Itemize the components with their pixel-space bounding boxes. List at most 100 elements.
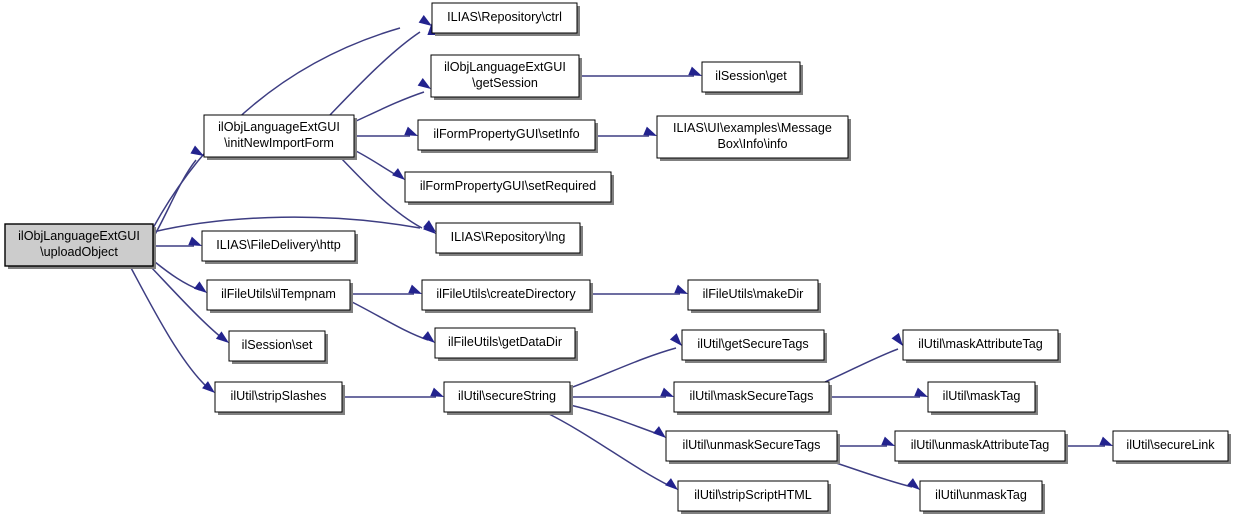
graph-node-unmaskAttributeTag[interactable]: ilUtil\unmaskAttributeTag [894,430,1068,464]
graph-node-unmaskTag[interactable]: ilUtil\unmaskTag [919,480,1045,514]
graph-node-repoCtrl[interactable]: ILIAS\Repository\ctrl [431,2,580,36]
node-box[interactable] [677,480,829,512]
node-box[interactable] [203,114,355,158]
edge-initNewImportForm-to-repoLng [339,156,436,234]
edge-uploadObject-to-initNewImportForm [152,145,204,239]
node-box[interactable] [894,430,1066,462]
node-label: ilFileUtils\getDataDir [448,335,562,349]
node-box[interactable] [1112,430,1229,462]
edge-line [329,31,421,116]
graph-node-ilTempnam[interactable]: ilFileUtils\ilTempnam [206,279,353,313]
node-label: ILIAS\Repository\lng [451,230,566,244]
edge-ilTempnam-to-getDataDir [349,300,435,343]
edge-uploadObject-to-sessionSet [149,265,229,343]
node-box[interactable] [656,115,849,159]
graph-node-sessionGet[interactable]: ilSession\get [701,61,803,95]
node-label: ilFormPropertyGUI\setInfo [433,127,579,141]
node-label: ILIAS\Repository\ctrl [447,10,562,24]
node-box[interactable] [201,230,356,262]
node-box[interactable] [902,329,1059,361]
arrowhead-icon [193,281,207,293]
node-box[interactable] [701,61,801,93]
graph-node-getSecureTags[interactable]: ilUtil\getSecureTags [681,329,827,363]
edge-uploadObject-to-repoLng [152,216,436,233]
node-label: ilFormPropertyGUI\setRequired [420,179,596,193]
edge-secureString-to-unmaskSecureTags [569,404,666,438]
node-label: ilUtil\secureString [458,389,556,403]
node-box[interactable] [673,381,830,413]
node-box[interactable] [421,279,591,311]
edge-secureString-to-maskSecureTags [570,387,674,398]
node-label: ilFileUtils\createDirectory [436,287,576,301]
node-box[interactable] [214,381,343,413]
edge-initNewImportForm-to-setInfo [354,126,418,137]
arrowhead-icon [665,478,678,490]
node-label: ilUtil\getSecureTags [697,337,808,351]
edge-line [339,156,423,229]
node-box[interactable] [443,381,571,413]
graph-node-setInfo[interactable]: ilFormPropertyGUI\setInfo [417,119,598,153]
arrowhead-icon [422,331,435,343]
node-box[interactable] [927,381,1036,413]
edge-line [353,149,399,177]
arrowhead-icon [404,126,418,136]
graph-node-initNewImportForm[interactable]: ilObjLanguageExtGUI\initNewImportForm [203,114,357,160]
node-box[interactable] [681,329,825,361]
graph-node-secureString[interactable]: ilUtil\secureString [443,381,573,415]
node-label: ilUtil\stripSlashes [231,389,327,403]
graph-node-maskAttributeTag[interactable]: ilUtil\maskAttributeTag [902,329,1061,363]
graph-node-createDirectory[interactable]: ilFileUtils\createDirectory [421,279,593,313]
graph-node-fileDeliveryHttp[interactable]: ILIAS\FileDelivery\http [201,230,358,264]
node-box[interactable] [431,2,578,34]
graph-node-getSession[interactable]: ilObjLanguageExtGUI\getSession [430,54,582,100]
edge-createDirectory-to-makeDir [590,284,688,295]
graph-node-repoLng[interactable]: ILIAS\Repository\lng [435,222,583,256]
graph-node-stripScriptHTML[interactable]: ilUtil\stripScriptHTML [677,480,831,514]
edge-line [129,265,209,389]
node-box[interactable] [417,119,596,151]
edge-unmaskSecureTags-to-unmaskAttributeTag [837,436,895,447]
graph-node-maskSecureTags[interactable]: ilUtil\maskSecureTags [673,381,832,415]
arrowhead-icon [914,387,928,397]
graph-node-secureLink[interactable]: ilUtil\secureLink [1112,430,1231,464]
node-box[interactable] [228,330,326,362]
edge-line [569,404,659,435]
edge-line [152,216,421,233]
node-label: ILIAS\FileDelivery\http [216,238,341,252]
node-box[interactable] [687,279,819,311]
arrowhead-icon [891,332,903,346]
edge-initNewImportForm-to-getSession [353,77,431,123]
node-box[interactable] [919,480,1043,512]
node-box[interactable] [435,222,581,254]
node-label: ilObjLanguageExtGUI\uploadObject [18,229,140,259]
node-box[interactable] [665,430,838,462]
arrowhead-icon [408,284,422,294]
node-box[interactable] [404,171,612,203]
node-box[interactable] [434,327,576,359]
graph-node-maskTag[interactable]: ilUtil\maskTag [927,381,1038,415]
arrowhead-icon [423,222,436,234]
graph-node-stripSlashes[interactable]: ilUtil\stripSlashes [214,381,345,415]
node-label: ilUtil\maskAttributeTag [918,337,1043,351]
graph-node-setRequired[interactable]: ilFormPropertyGUI\setRequired [404,171,614,205]
edge-line [569,347,677,389]
node-label: ilUtil\unmaskSecureTags [683,438,821,452]
graph-node-sessionSet[interactable]: ilSession\set [228,330,328,364]
edge-line [824,348,899,383]
graph-node-unmaskSecureTags[interactable]: ilUtil\unmaskSecureTags [665,430,840,464]
node-box-root[interactable] [4,223,154,267]
arrowhead-icon [881,436,895,446]
edge-unmaskSecureTags-to-unmaskTag [829,460,920,490]
edge-uploadObject-to-stripSlashes [129,265,215,393]
graph-node-makeDir[interactable]: ilFileUtils\makeDir [687,279,821,313]
arrowhead-icon [418,14,432,26]
edge-secureString-to-stripScriptHTML [544,411,678,490]
graph-node-uploadObject[interactable]: ilObjLanguageExtGUI\uploadObject [4,223,156,269]
graph-node-getDataDir[interactable]: ilFileUtils\getDataDir [434,327,578,361]
node-box[interactable] [430,54,580,98]
edge-secureString-to-getSecureTags [569,333,682,389]
node-box[interactable] [206,279,351,311]
edge-stripSlashes-to-secureString [342,387,444,398]
